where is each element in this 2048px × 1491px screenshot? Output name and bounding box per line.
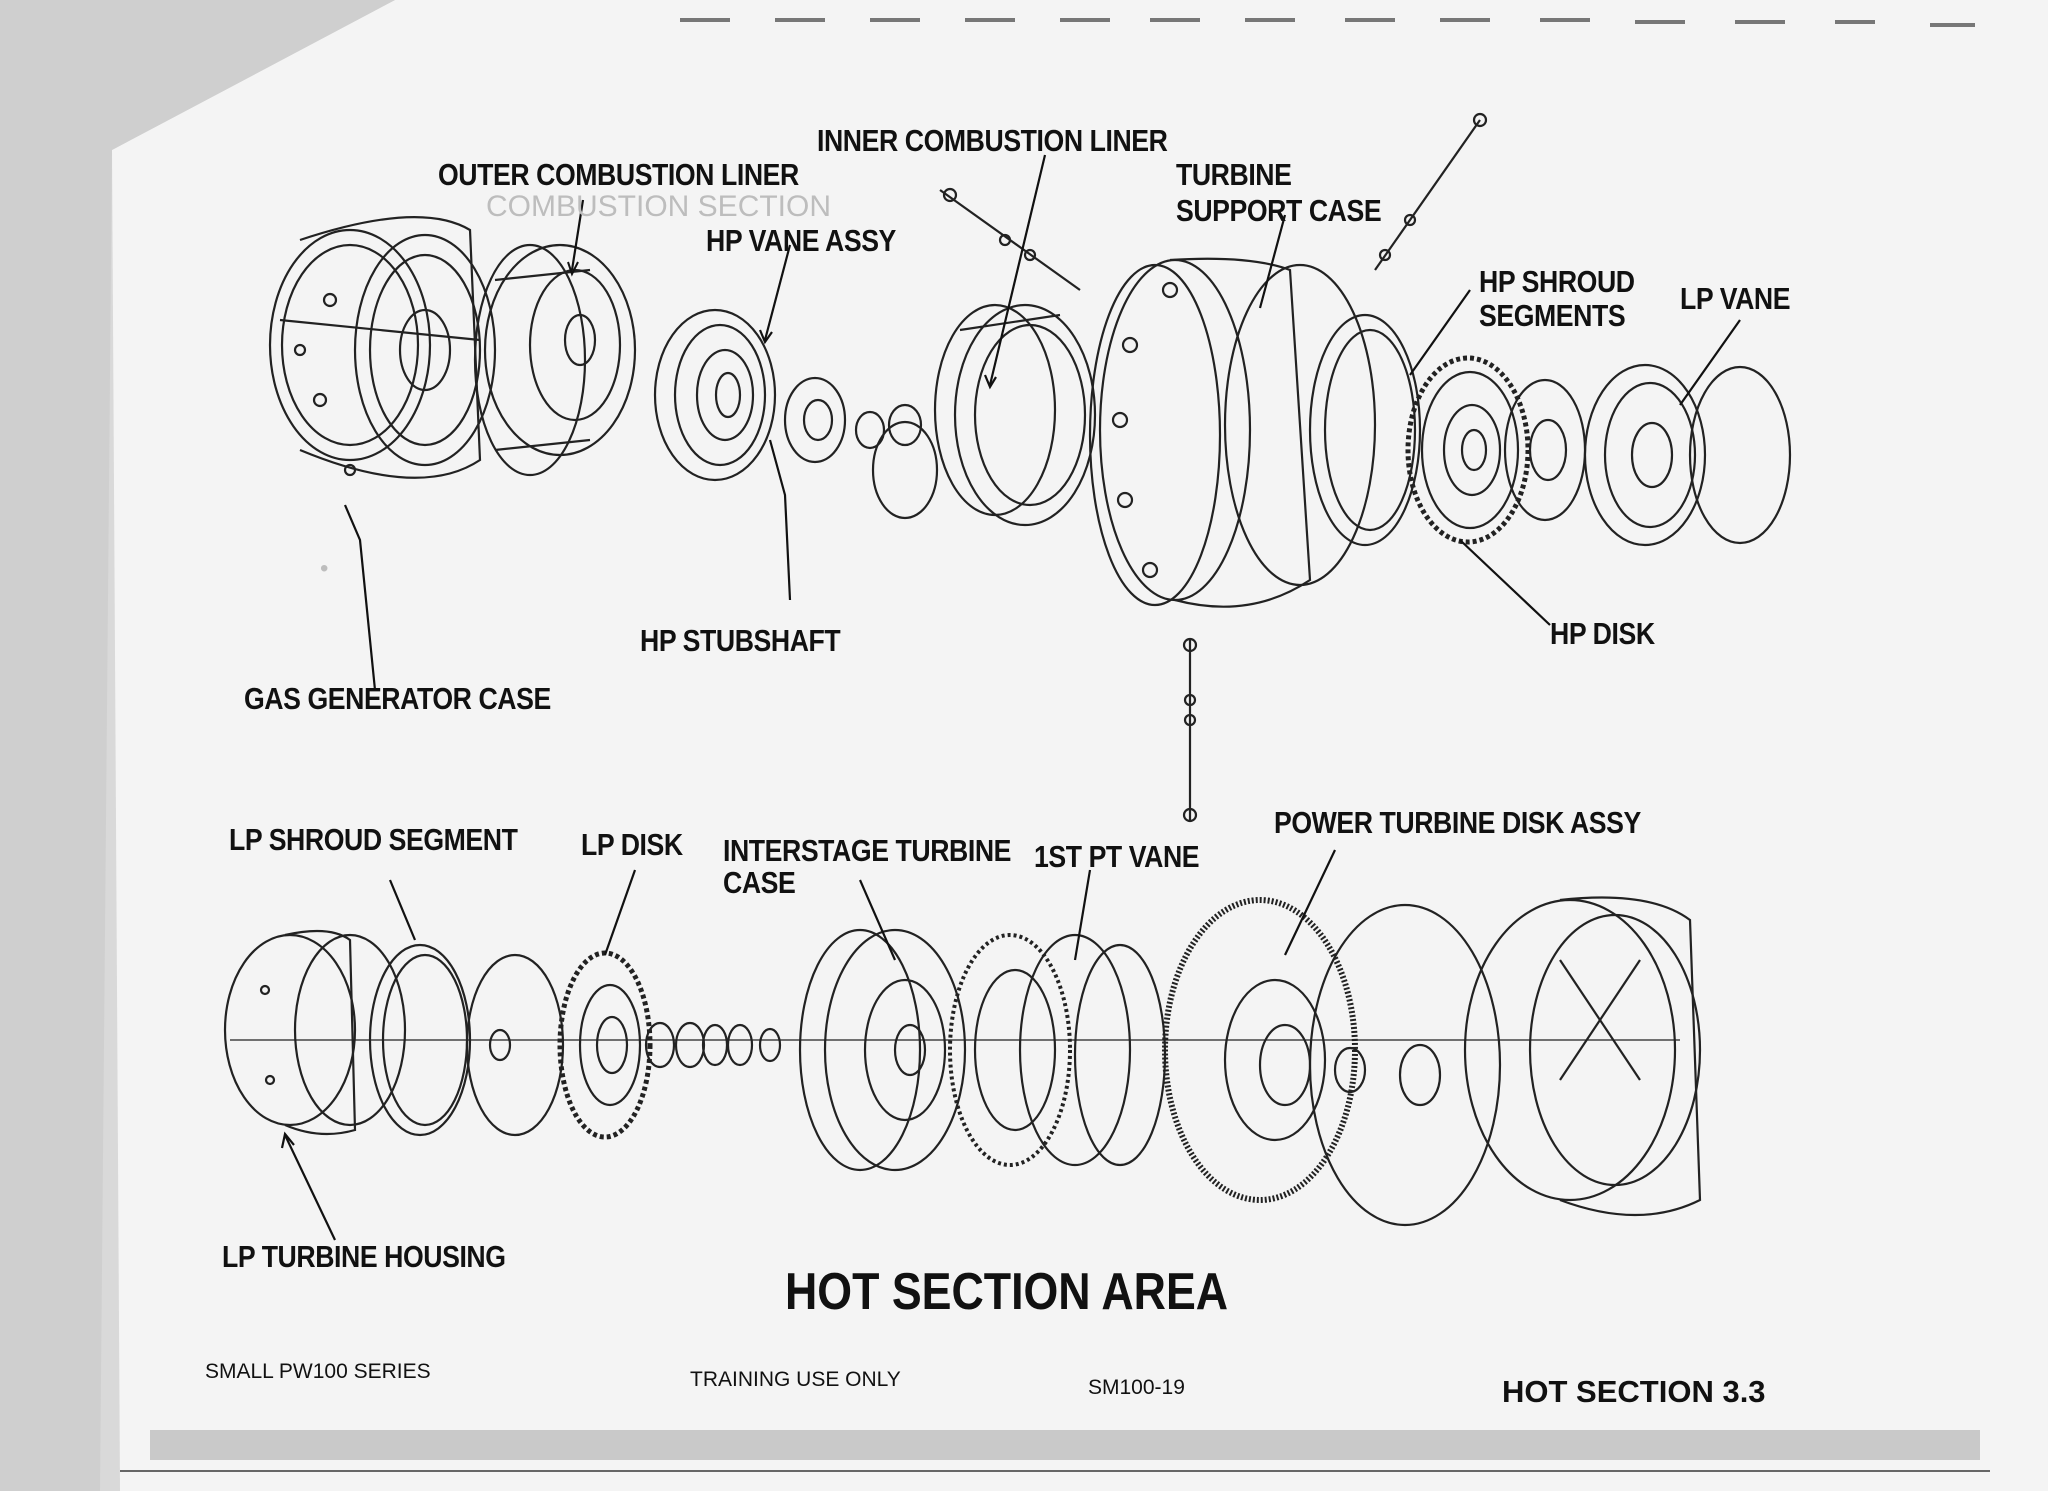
label-outer-combustion-liner: OUTER COMBUSTION LINER bbox=[438, 157, 799, 192]
label-lp-shroud-segment: LP SHROUD SEGMENT bbox=[229, 822, 518, 857]
turbine-support-case-drawing bbox=[1088, 257, 1377, 608]
label-hp-vane-assy: HP VANE ASSY bbox=[706, 223, 896, 258]
exhaust-housing-drawing bbox=[1463, 896, 1702, 1217]
leader-lines bbox=[280, 154, 1741, 1241]
label-interstage-turbine-case-line1: INTERSTAGE TURBINE bbox=[723, 833, 1012, 868]
gas-generator-case-drawing bbox=[268, 216, 497, 479]
page-title: HOT SECTION AREA bbox=[785, 1263, 1229, 1321]
bottom-scan-artifacts bbox=[150, 1430, 1980, 1460]
interstage-turbine-case-drawing bbox=[798, 928, 967, 1172]
scan-background bbox=[0, 0, 395, 1491]
label-turbine-support-case-line1: TURBINE bbox=[1176, 157, 1292, 192]
label-gas-generator-case: GAS GENERATOR CASE bbox=[244, 681, 551, 716]
label-lp-vane: LP VANE bbox=[1680, 281, 1791, 316]
label-first-pt-vane: 1ST PT VANE bbox=[1034, 839, 1200, 874]
lp-turbine-housing-drawing bbox=[223, 929, 407, 1136]
power-turbine-disk-assy-drawing bbox=[1162, 897, 1502, 1227]
center-bolt-drawing bbox=[1182, 637, 1198, 823]
bottom-row-parts bbox=[223, 896, 1702, 1227]
hp-shroud-segments-drawing bbox=[1308, 313, 1422, 547]
inner-combustion-liner-drawing bbox=[933, 303, 1097, 527]
footer-series: SMALL PW100 SERIES bbox=[205, 1360, 431, 1383]
label-hp-shroud-segments-line1: HP SHROUD bbox=[1479, 264, 1635, 299]
top-dash-border bbox=[680, 18, 1975, 27]
label-turbine-support-case-line2: SUPPORT CASE bbox=[1176, 193, 1382, 228]
label-hp-disk: HP DISK bbox=[1550, 616, 1655, 651]
hp-disk-drawing bbox=[1405, 355, 1531, 545]
label-lp-turbine-housing: LP TURBINE HOUSING bbox=[222, 1239, 506, 1274]
fuel-nozzle-drawing bbox=[939, 112, 1488, 291]
label-hp-shroud-segments-line2: SEGMENTS bbox=[1479, 298, 1626, 333]
label-power-turbine-disk-assy: POWER TURBINE DISK ASSY bbox=[1274, 805, 1641, 840]
hp-stubshaft-drawing bbox=[783, 376, 939, 520]
label-inner-combustion-liner: INNER COMBUSTION LINER bbox=[817, 123, 1168, 158]
label-interstage-turbine-case-line2: CASE bbox=[723, 865, 796, 900]
footer-code: SM100-19 bbox=[1088, 1376, 1185, 1399]
footer-section: HOT SECTION 3.3 bbox=[1502, 1374, 1766, 1409]
first-pt-vane-drawing bbox=[948, 933, 1167, 1167]
lp-vane-drawing bbox=[1503, 363, 1792, 547]
paper-sheet bbox=[112, 0, 2048, 1491]
hp-vane-assy-drawing bbox=[653, 308, 777, 482]
label-lp-disk: LP DISK bbox=[581, 827, 683, 862]
footer-usage: TRAINING USE ONLY bbox=[690, 1368, 901, 1391]
label-hp-stubshaft: HP STUBSHAFT bbox=[640, 623, 841, 658]
